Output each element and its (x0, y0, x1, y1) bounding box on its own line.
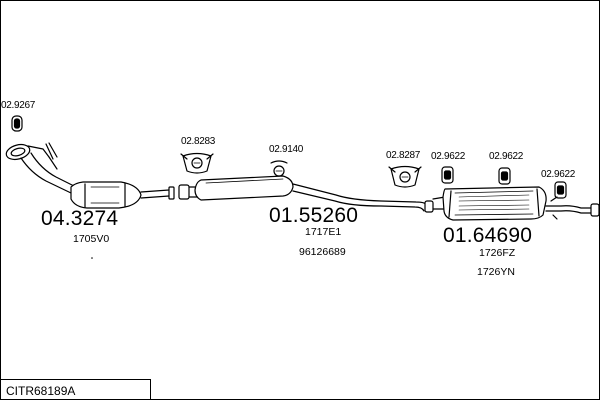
label-catalyst-number: 04.3274 (41, 207, 119, 230)
clamp-mid-right-icon (270, 160, 288, 177)
set-code: CITR68189A (6, 384, 76, 398)
clamp-rear-1-icon (388, 165, 422, 188)
label-clamp-mid-left: 02.8283 (181, 136, 216, 147)
label-rear-ref-2: 1726YN (477, 266, 515, 278)
label-rear-number: 01.64690 (443, 224, 533, 247)
label-middle-number: 01.55260 (269, 204, 359, 227)
rear-silencer-icon (432, 186, 599, 221)
set-code-box: CITR68189A (1, 379, 151, 399)
catalyst-pipe-icon (5, 142, 175, 209)
clamp-mid-left-icon (180, 152, 214, 174)
label-clamp-rear-2: 02.9622 (431, 151, 466, 162)
marker-dot (91, 257, 93, 259)
label-clamp-rear-3: 02.9622 (489, 151, 524, 162)
label-clamp-rear-4: 02.9622 (541, 169, 576, 180)
clamp-rear-4-icon (554, 181, 567, 199)
middle-silencer-icon (178, 175, 434, 213)
clamp-rear-3-icon (498, 167, 511, 185)
label-catalyst-ref: 1705V0 (73, 233, 110, 245)
label-clamp-rear-1: 02.8287 (386, 150, 421, 161)
label-middle-ref-1: 1717E1 (305, 226, 342, 238)
label-rear-ref-1: 1726FZ (479, 247, 516, 259)
label-clamp-front: 02.9267 (1, 100, 36, 111)
label-clamp-mid-right: 02.9140 (269, 144, 304, 155)
label-middle-ref-2: 96126689 (299, 246, 346, 258)
clamp-rear-2-icon (441, 166, 454, 184)
front-clamp-icon (11, 115, 23, 132)
